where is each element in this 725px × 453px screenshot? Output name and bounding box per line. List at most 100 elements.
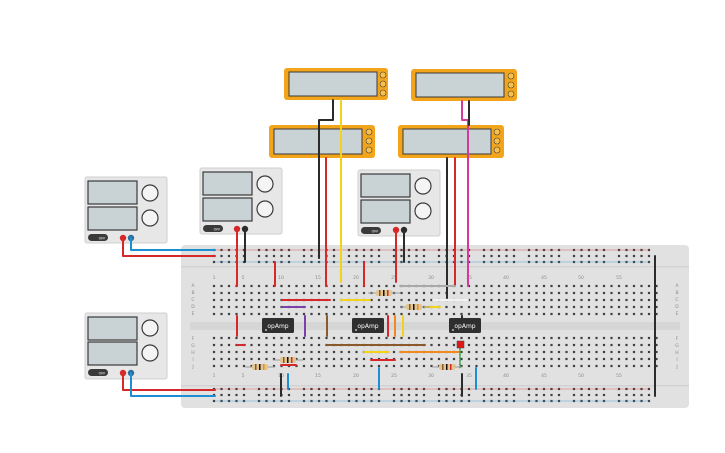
breadboard-hole[interactable] bbox=[490, 254, 493, 258]
breadboard-hole[interactable] bbox=[295, 343, 298, 347]
breadboard-hole[interactable] bbox=[355, 312, 358, 316]
multimeter-mode-button[interactable] bbox=[507, 72, 515, 80]
breadboard-hole[interactable] bbox=[415, 393, 418, 397]
breadboard-hole[interactable] bbox=[617, 350, 621, 354]
multimeter-mode-button[interactable] bbox=[493, 146, 501, 154]
breadboard-hole[interactable] bbox=[625, 298, 628, 302]
breadboard-hole[interactable] bbox=[265, 298, 268, 302]
breadboard-hole[interactable] bbox=[400, 364, 403, 368]
breadboard-hole[interactable] bbox=[640, 336, 643, 340]
breadboard-hole[interactable] bbox=[452, 336, 456, 340]
breadboard-hole[interactable] bbox=[617, 305, 621, 309]
breadboard-hole[interactable] bbox=[355, 291, 358, 295]
breadboard-hole[interactable] bbox=[610, 312, 613, 316]
breadboard-hole[interactable] bbox=[332, 312, 336, 316]
breadboard-hole[interactable] bbox=[272, 343, 276, 347]
breadboard-hole[interactable] bbox=[595, 350, 598, 354]
breadboard-hole[interactable] bbox=[497, 291, 501, 295]
breadboard-hole[interactable] bbox=[557, 291, 561, 295]
breadboard-hole[interactable] bbox=[632, 305, 636, 309]
power-supply-2[interactable]: OFF bbox=[199, 167, 283, 235]
breadboard-hole[interactable] bbox=[647, 364, 651, 368]
breadboard-hole[interactable] bbox=[212, 291, 216, 295]
breadboard-hole[interactable] bbox=[460, 364, 463, 368]
breadboard-hole[interactable] bbox=[242, 393, 246, 397]
breadboard-hole[interactable] bbox=[482, 393, 486, 397]
breadboard-hole[interactable] bbox=[640, 343, 643, 347]
breadboard-hole[interactable] bbox=[340, 364, 343, 368]
breadboard-hole[interactable] bbox=[572, 298, 576, 302]
power-supply-4[interactable]: OFF bbox=[84, 312, 168, 380]
breadboard-hole[interactable] bbox=[452, 291, 456, 295]
breadboard-hole[interactable] bbox=[535, 364, 538, 368]
breadboard-hole[interactable] bbox=[235, 357, 238, 361]
breadboard-hole[interactable] bbox=[655, 350, 658, 354]
breadboard-hole[interactable] bbox=[497, 357, 501, 361]
breadboard-hole[interactable] bbox=[580, 357, 583, 361]
breadboard-hole[interactable] bbox=[497, 343, 501, 347]
breadboard-hole[interactable] bbox=[550, 291, 553, 295]
breadboard-hole[interactable] bbox=[475, 305, 478, 309]
breadboard-hole[interactable] bbox=[460, 336, 463, 340]
breadboard-hole[interactable] bbox=[640, 393, 643, 397]
breadboard-hole[interactable] bbox=[340, 305, 343, 309]
breadboard-hole[interactable] bbox=[220, 284, 223, 288]
breadboard-hole[interactable] bbox=[317, 305, 321, 309]
breadboard-hole[interactable] bbox=[310, 393, 313, 397]
breadboard-hole[interactable] bbox=[242, 336, 246, 340]
breadboard-hole[interactable] bbox=[265, 343, 268, 347]
opamp-chip-3[interactable]: opAmp bbox=[449, 318, 481, 333]
breadboard-hole[interactable] bbox=[535, 312, 538, 316]
breadboard-hole[interactable] bbox=[520, 312, 523, 316]
breadboard-hole[interactable] bbox=[512, 393, 516, 397]
resistor[interactable] bbox=[400, 304, 430, 310]
breadboard-hole[interactable] bbox=[235, 291, 238, 295]
breadboard-hole[interactable] bbox=[272, 393, 276, 397]
breadboard-hole[interactable] bbox=[377, 284, 381, 288]
breadboard-hole[interactable] bbox=[415, 254, 418, 258]
breadboard-hole[interactable] bbox=[377, 305, 381, 309]
breadboard-hole[interactable] bbox=[437, 291, 441, 295]
breadboard-hole[interactable] bbox=[542, 357, 546, 361]
breadboard-hole[interactable] bbox=[542, 305, 546, 309]
breadboard-hole[interactable] bbox=[370, 284, 373, 288]
breadboard-hole[interactable] bbox=[632, 364, 636, 368]
breadboard-hole[interactable] bbox=[385, 284, 388, 288]
breadboard-hole[interactable] bbox=[377, 364, 381, 368]
breadboard-hole[interactable] bbox=[400, 291, 403, 295]
breadboard-hole[interactable] bbox=[250, 357, 253, 361]
breadboard-hole[interactable] bbox=[467, 291, 471, 295]
breadboard-hole[interactable] bbox=[437, 393, 441, 397]
breadboard-hole[interactable] bbox=[550, 312, 553, 316]
breadboard-hole[interactable] bbox=[355, 364, 358, 368]
breadboard-hole[interactable] bbox=[332, 298, 336, 302]
breadboard-hole[interactable] bbox=[347, 350, 351, 354]
breadboard-hole[interactable] bbox=[287, 393, 291, 397]
breadboard-hole[interactable] bbox=[295, 284, 298, 288]
breadboard-hole[interactable] bbox=[587, 393, 591, 397]
breadboard-hole[interactable] bbox=[265, 305, 268, 309]
breadboard-hole[interactable] bbox=[550, 357, 553, 361]
breadboard-hole[interactable] bbox=[587, 357, 591, 361]
breadboard-hole[interactable] bbox=[587, 305, 591, 309]
breadboard-hole[interactable] bbox=[625, 254, 628, 258]
breadboard-hole[interactable] bbox=[610, 298, 613, 302]
breadboard-hole[interactable] bbox=[572, 350, 576, 354]
breadboard-hole[interactable] bbox=[497, 305, 501, 309]
breadboard-hole[interactable] bbox=[625, 343, 628, 347]
breadboard-hole[interactable] bbox=[587, 343, 591, 347]
breadboard-hole[interactable] bbox=[250, 343, 253, 347]
breadboard-hole[interactable] bbox=[610, 364, 613, 368]
breadboard-hole[interactable] bbox=[250, 336, 253, 340]
breadboard-hole[interactable] bbox=[340, 291, 343, 295]
breadboard-hole[interactable] bbox=[475, 312, 478, 316]
breadboard-hole[interactable] bbox=[512, 312, 516, 316]
breadboard-hole[interactable] bbox=[257, 393, 261, 397]
multimeter-mode-button[interactable] bbox=[365, 137, 373, 145]
breadboard-hole[interactable] bbox=[302, 364, 306, 368]
breadboard-hole[interactable] bbox=[422, 364, 426, 368]
resistor[interactable] bbox=[245, 364, 275, 370]
breadboard-hole[interactable] bbox=[242, 298, 246, 302]
breadboard-hole[interactable] bbox=[310, 305, 313, 309]
breadboard-hole[interactable] bbox=[257, 291, 261, 295]
